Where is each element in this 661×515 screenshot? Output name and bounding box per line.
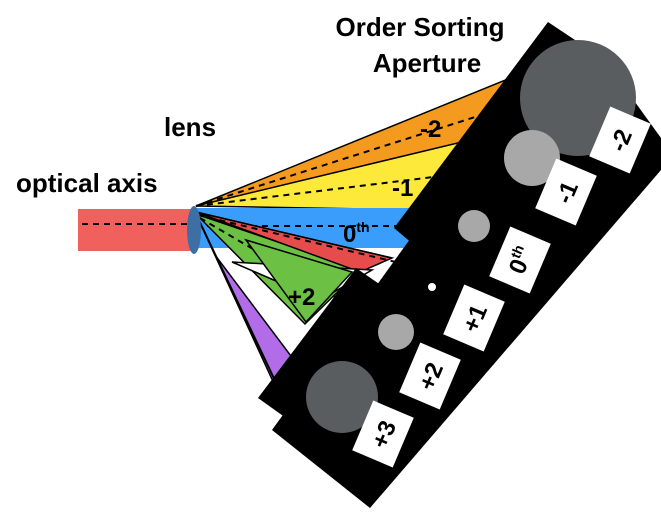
- beam-order-minus1-center: [195, 174, 451, 207]
- lens-icon: [187, 206, 201, 254]
- aperture-blade-lower: [258, 268, 388, 418]
- aperture-box-minus2: -2: [589, 106, 651, 174]
- beam-order-plus3-edge: [195, 213, 279, 388]
- beam-order-minus2-center: [195, 109, 498, 207]
- aperture-box-plus3: +3: [352, 400, 414, 468]
- spot-zero: [458, 210, 490, 242]
- aperture-box-minus1: -1: [535, 158, 597, 226]
- beam-label-plus2: +2: [288, 284, 315, 311]
- title-line1: Order Sorting: [335, 12, 504, 42]
- spot-plus3: [306, 361, 378, 433]
- aperture-box-zero: 0th: [489, 226, 551, 294]
- input-beam: [78, 209, 194, 251]
- beam-label-minus2: -2: [420, 116, 441, 143]
- beam-label-zero: 0th: [343, 219, 370, 248]
- title-line2: Aperture: [373, 48, 481, 78]
- lens-label: lens: [164, 112, 216, 142]
- beam-label-minus1: -1: [392, 175, 413, 202]
- beam-order-plus1-center: [197, 214, 401, 264]
- spot-minus1: [504, 130, 560, 186]
- spot-plus1: [428, 283, 436, 291]
- aperture-box-plus1: +1: [443, 284, 505, 352]
- aperture-box-plus2: +2: [399, 342, 461, 410]
- optical-axis-label: optical axis: [16, 168, 158, 198]
- beam-order-plus2-fill: [244, 238, 354, 324]
- spot-plus2: [378, 314, 414, 350]
- beam-order-plus1-edge: [195, 211, 393, 259]
